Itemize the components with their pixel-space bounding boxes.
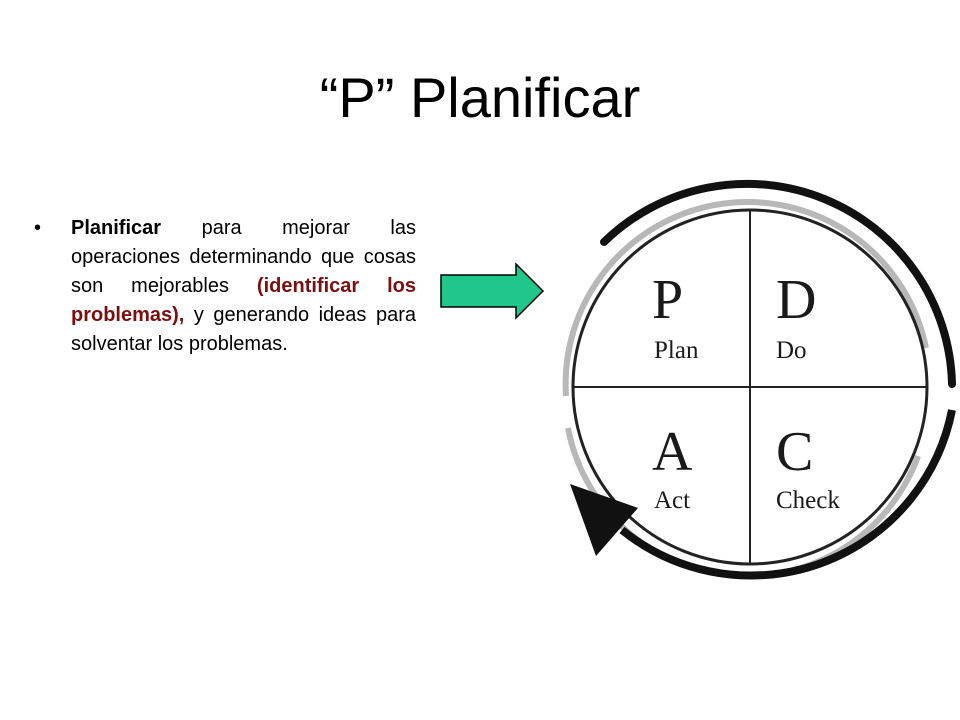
quadrant-do: D Do <box>776 269 816 364</box>
arrow-shape <box>440 262 545 320</box>
quadrant-check: C Check <box>776 421 840 514</box>
cycle-arc-top <box>600 179 956 388</box>
cycle-arc-bottom <box>619 409 956 580</box>
bullet-text: Planificar para mejorar las operaciones … <box>71 214 416 359</box>
quadrant-letter: P <box>652 269 683 331</box>
cycle-arrowhead-icon <box>570 484 638 556</box>
quadrant-word: Check <box>776 487 840 514</box>
quadrant-word: Plan <box>654 337 699 364</box>
bullet-bold-lead: Planificar <box>71 217 162 239</box>
bullet-highlight: (identificar los problemas), <box>71 275 416 326</box>
quadrant-word: Act <box>654 487 690 514</box>
right-arrow-icon <box>440 262 545 320</box>
quadrant-letter: C <box>776 421 813 483</box>
bullet-item: • Planificar para mejorar las operacione… <box>34 214 416 359</box>
bullet-marker: • <box>34 217 42 239</box>
quadrant-plan: P Plan <box>652 269 699 364</box>
quadrant-letter: D <box>776 269 816 331</box>
pdca-cycle-diagram: P Plan D Do A Act C Check <box>562 179 956 580</box>
quadrant-letter: A <box>652 421 693 483</box>
quadrant-word: Do <box>776 337 807 364</box>
bullet-text-part-1: para mejorar las operaciones determinand… <box>71 217 416 297</box>
slide-title: “P” Planificar <box>319 66 641 129</box>
cycle-shadow-ring <box>562 199 929 397</box>
bullet-text-part-2: y generando ideas para solventar los pro… <box>71 304 416 355</box>
quadrant-act: A Act <box>652 421 693 514</box>
